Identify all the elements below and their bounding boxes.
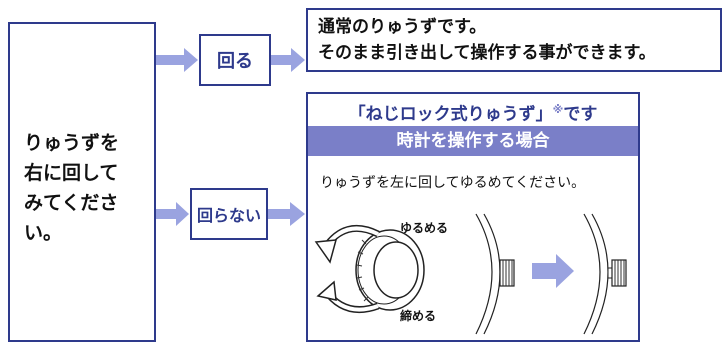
normal-crown-box: 通常のりゅうずです。 そのまま引き出して操作する事ができます。 bbox=[306, 8, 722, 72]
crown-side-unlocked-illustration bbox=[583, 213, 627, 335]
arrow-to-does-not-turn bbox=[156, 202, 189, 226]
screw-lock-title-suffix: です bbox=[563, 104, 598, 125]
screw-lock-crown-box: 「ねじロック式りゅうず」※です 時計を操作する場合 りゅうずを左に回してゆるめて… bbox=[306, 92, 640, 342]
screw-lock-title-text: 「ねじロック式りゅうず」 bbox=[348, 104, 553, 125]
tighten-label: 締める bbox=[400, 308, 436, 323]
question-text: りゅうずを 右に回して みてください。 bbox=[24, 132, 120, 244]
transition-arrow-icon bbox=[532, 254, 574, 288]
loosen-arrow-icon bbox=[314, 224, 380, 264]
footnote-mark: ※ bbox=[552, 103, 564, 116]
loosen-label: ゆるめる bbox=[400, 221, 448, 235]
does-not-turn-label: 回らない bbox=[196, 206, 261, 225]
crown-side-locked-illustration bbox=[475, 213, 515, 335]
turns-label: 回る bbox=[217, 51, 253, 72]
arrow-to-turns bbox=[156, 48, 198, 72]
turns-branch-box: 回る bbox=[199, 34, 271, 86]
instruction-text: りゅうずを左に回してゆるめてください。 bbox=[320, 175, 586, 191]
tighten-arrow-icon bbox=[316, 280, 380, 314]
question-box: りゅうずを 右に回して みてください。 bbox=[8, 22, 156, 342]
operate-watch-header: 時計を操作する場合 bbox=[308, 126, 638, 156]
crown-front-illustration bbox=[355, 229, 425, 311]
arrow-to-screw-lock bbox=[268, 202, 305, 226]
normal-crown-text: 通常のりゅうずです。 そのまま引き出して操作する事ができます。 bbox=[318, 17, 656, 63]
does-not-turn-branch-box: 回らない bbox=[190, 188, 268, 240]
screw-lock-title: 「ねじロック式りゅうず」※です bbox=[308, 96, 638, 125]
arrow-to-normal bbox=[271, 48, 305, 72]
